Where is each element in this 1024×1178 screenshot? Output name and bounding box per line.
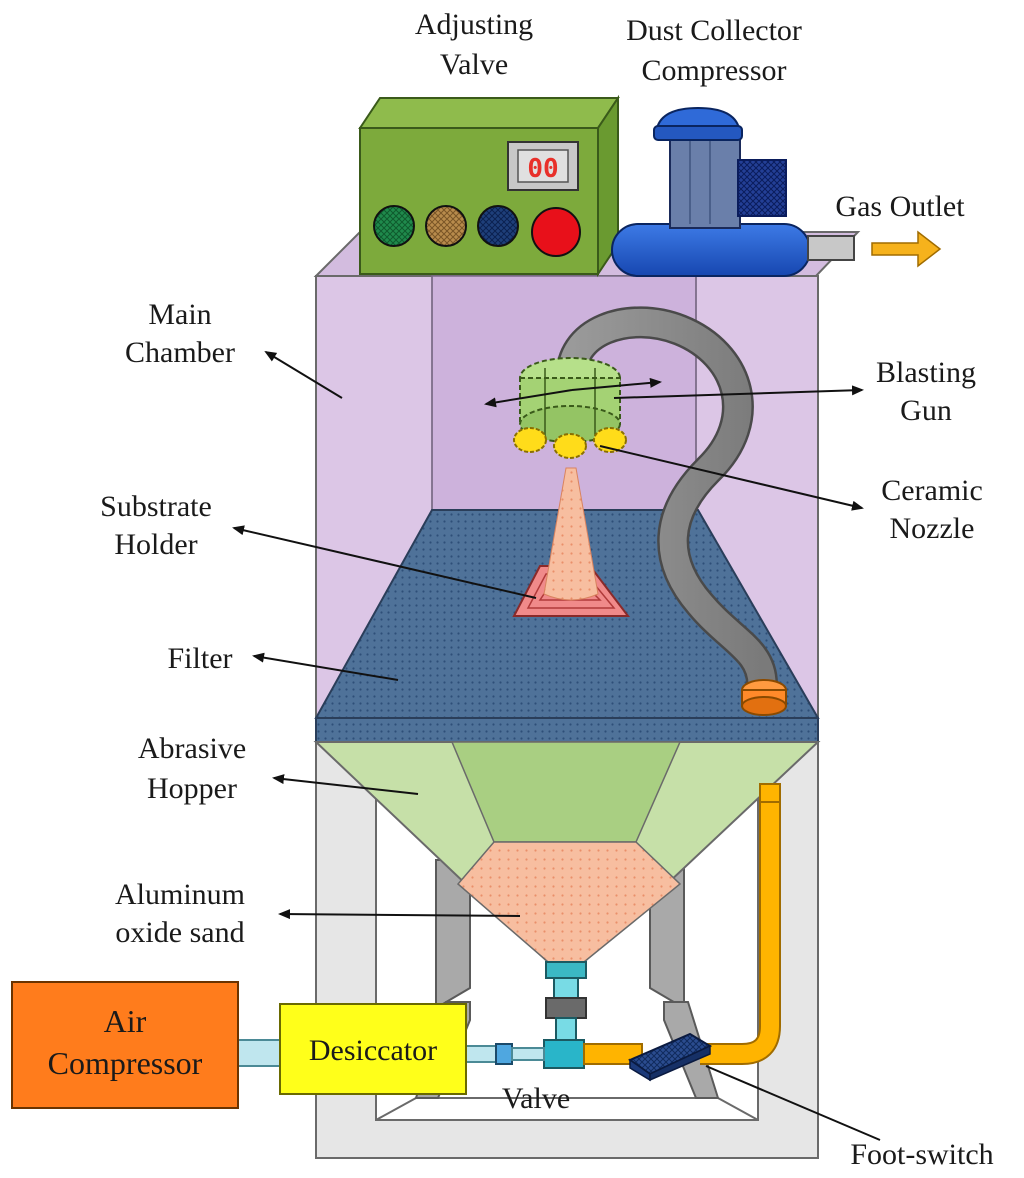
knob-brown-icon — [425, 205, 467, 247]
label-dust-collector-1: Dust Collector — [626, 14, 802, 47]
label-substrate-holder-2: Holder — [114, 528, 197, 561]
air-line — [237, 1039, 545, 1067]
label-adjusting-valve-2: Valve — [440, 48, 508, 81]
air-compressor-box: Air Compressor — [11, 981, 239, 1109]
label-gas-outlet: Gas Outlet — [835, 190, 965, 223]
pointer-arrows — [232, 350, 881, 1141]
air-compressor-label-1: Air — [104, 1003, 147, 1039]
knob-red-icon — [531, 207, 581, 257]
spray-cone — [543, 467, 599, 601]
labels: Adjusting Valve Dust Collector Compresso… — [100, 8, 994, 1171]
label-aluminum-oxide-1: Aluminum — [115, 878, 245, 911]
label-ceramic-nozzle-2: Nozzle — [890, 512, 975, 545]
desiccator-box: Desiccator — [279, 1003, 467, 1095]
blasting-hose — [555, 306, 787, 716]
desiccator-label: Desiccator — [309, 1034, 437, 1067]
blasting-gun — [513, 357, 627, 459]
foot-switch — [627, 1032, 713, 1082]
knob-navy-icon — [477, 205, 519, 247]
knob-green-icon — [373, 205, 415, 247]
label-abrasive-hopper-2: Hopper — [147, 772, 237, 805]
digital-readout: 00 — [527, 154, 558, 184]
label-adjusting-valve-1: Adjusting — [415, 8, 533, 41]
yellow-pipe — [583, 783, 781, 1065]
label-foot-switch: Foot-switch — [850, 1138, 993, 1171]
dust-collector-blower — [611, 106, 855, 277]
label-main-chamber-2: Chamber — [125, 336, 235, 369]
label-blasting-gun-1: Blasting — [876, 356, 976, 389]
label-dust-collector-2: Compressor — [642, 54, 787, 87]
label-valve: Valve — [502, 1082, 570, 1115]
label-aluminum-oxide-2: oxide sand — [115, 916, 244, 949]
abrasive-hopper — [313, 741, 821, 963]
gas-outlet-arrow-icon — [871, 230, 942, 268]
label-substrate-holder-1: Substrate — [100, 490, 212, 523]
air-compressor-label-2: Compressor — [48, 1045, 203, 1081]
label-filter: Filter — [168, 642, 233, 675]
label-abrasive-hopper-1: Abrasive — [138, 732, 246, 765]
label-main-chamber-1: Main — [148, 298, 211, 331]
label-blasting-gun-2: Gun — [900, 394, 952, 427]
label-ceramic-nozzle-1: Ceramic — [881, 474, 983, 507]
adjusting-valve-box: 00 — [358, 94, 620, 278]
hopper-valve-stack — [543, 961, 587, 1069]
